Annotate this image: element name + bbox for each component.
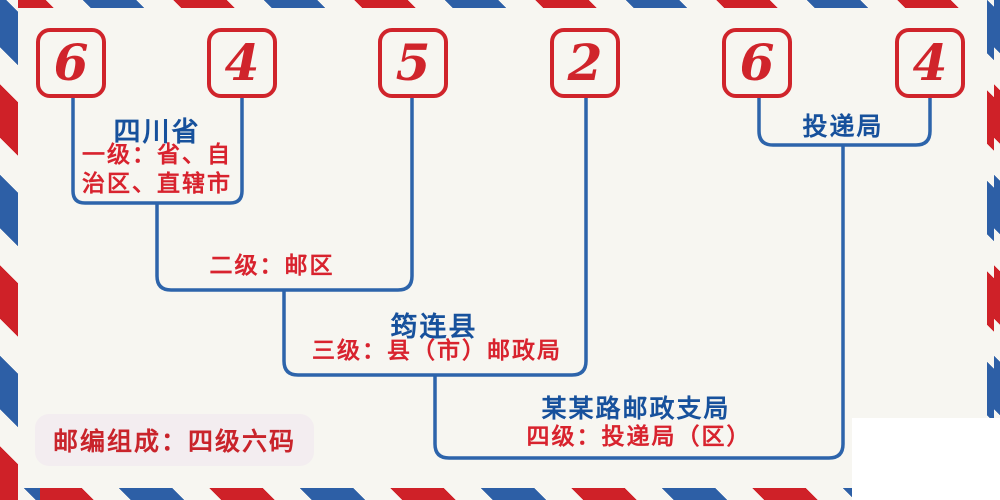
digit-2: 4 <box>224 33 260 92</box>
level2-desc-label: 二级：邮区 <box>209 253 335 279</box>
province-name-label: 四川省 <box>113 117 201 148</box>
airmail-border-right <box>987 0 1000 500</box>
postal-code-composition-badge: 邮编组成：四级六码 <box>35 414 315 466</box>
digit-6: 4 <box>912 33 948 92</box>
digit-5: 6 <box>739 33 775 92</box>
branch-name-label: 某某路邮政支局 <box>541 394 731 423</box>
digit-box-2: 4 <box>207 28 277 98</box>
blank-corner-overlay <box>852 418 1000 500</box>
airmail-border-left <box>0 0 18 500</box>
level1-desc-label: 一级：省、自 治区、直辖市 <box>82 142 232 197</box>
digit-box-3: 5 <box>378 28 448 98</box>
county-name-label: 筠连县 <box>390 312 478 343</box>
airmail-border-bottom <box>0 488 1000 500</box>
digit-1: 6 <box>53 33 89 92</box>
digit-box-4: 2 <box>550 28 620 98</box>
bracket-branch <box>433 145 845 460</box>
level4-desc-label: 四级：投递局（区） <box>526 424 752 450</box>
level3-desc-label: 三级：县（市）邮政局 <box>312 338 562 364</box>
digit-box-6: 4 <box>895 28 965 98</box>
digit-4: 2 <box>567 33 603 92</box>
digit-box-5: 6 <box>722 28 792 98</box>
badge-text: 邮编组成：四级六码 <box>53 427 297 456</box>
digit-3: 5 <box>395 33 431 92</box>
delivery-office-label: 投递局 <box>802 112 884 141</box>
airmail-border-top <box>0 0 1000 8</box>
digit-box-1: 6 <box>36 28 106 98</box>
